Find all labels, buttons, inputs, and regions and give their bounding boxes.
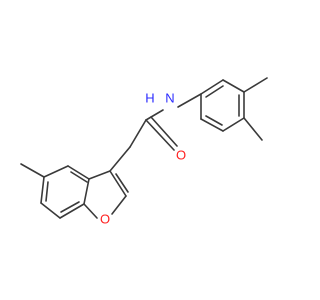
bond (59, 203, 85, 219)
bond (67, 165, 90, 180)
bond (43, 165, 69, 178)
structure-svg: N H O O (20, 77, 268, 226)
nitrogen-label: N (165, 90, 174, 105)
bond (200, 79, 224, 95)
bond (40, 202, 61, 219)
carbonyl-oxygen-label: O (176, 147, 186, 162)
amide-linkage (109, 93, 202, 172)
benzofuran-ring-system (20, 163, 129, 219)
bond (222, 79, 245, 93)
bond (145, 119, 175, 151)
bond (200, 118, 224, 132)
bond (243, 117, 263, 141)
bond (205, 115, 223, 126)
bond (150, 116, 178, 147)
bond (243, 77, 268, 93)
bond (20, 163, 45, 178)
bond (60, 201, 80, 213)
bond (83, 203, 98, 219)
bond (83, 178, 90, 205)
bond (177, 93, 202, 108)
bond (88, 170, 111, 180)
dimethylphenyl-ring (200, 77, 268, 141)
bond (129, 119, 147, 148)
molecule-drawing: N H O O (20, 77, 268, 227)
furan-oxygen-label: O (100, 211, 110, 226)
bond (40, 176, 45, 204)
bond (205, 85, 224, 98)
bond (145, 109, 164, 121)
bond (70, 171, 88, 183)
bond (45, 181, 49, 202)
bond (222, 117, 245, 132)
bond (109, 146, 131, 172)
bond (109, 170, 127, 197)
bond (111, 195, 127, 215)
nh-hydrogen-label: H (145, 90, 154, 105)
bond (115, 173, 129, 193)
